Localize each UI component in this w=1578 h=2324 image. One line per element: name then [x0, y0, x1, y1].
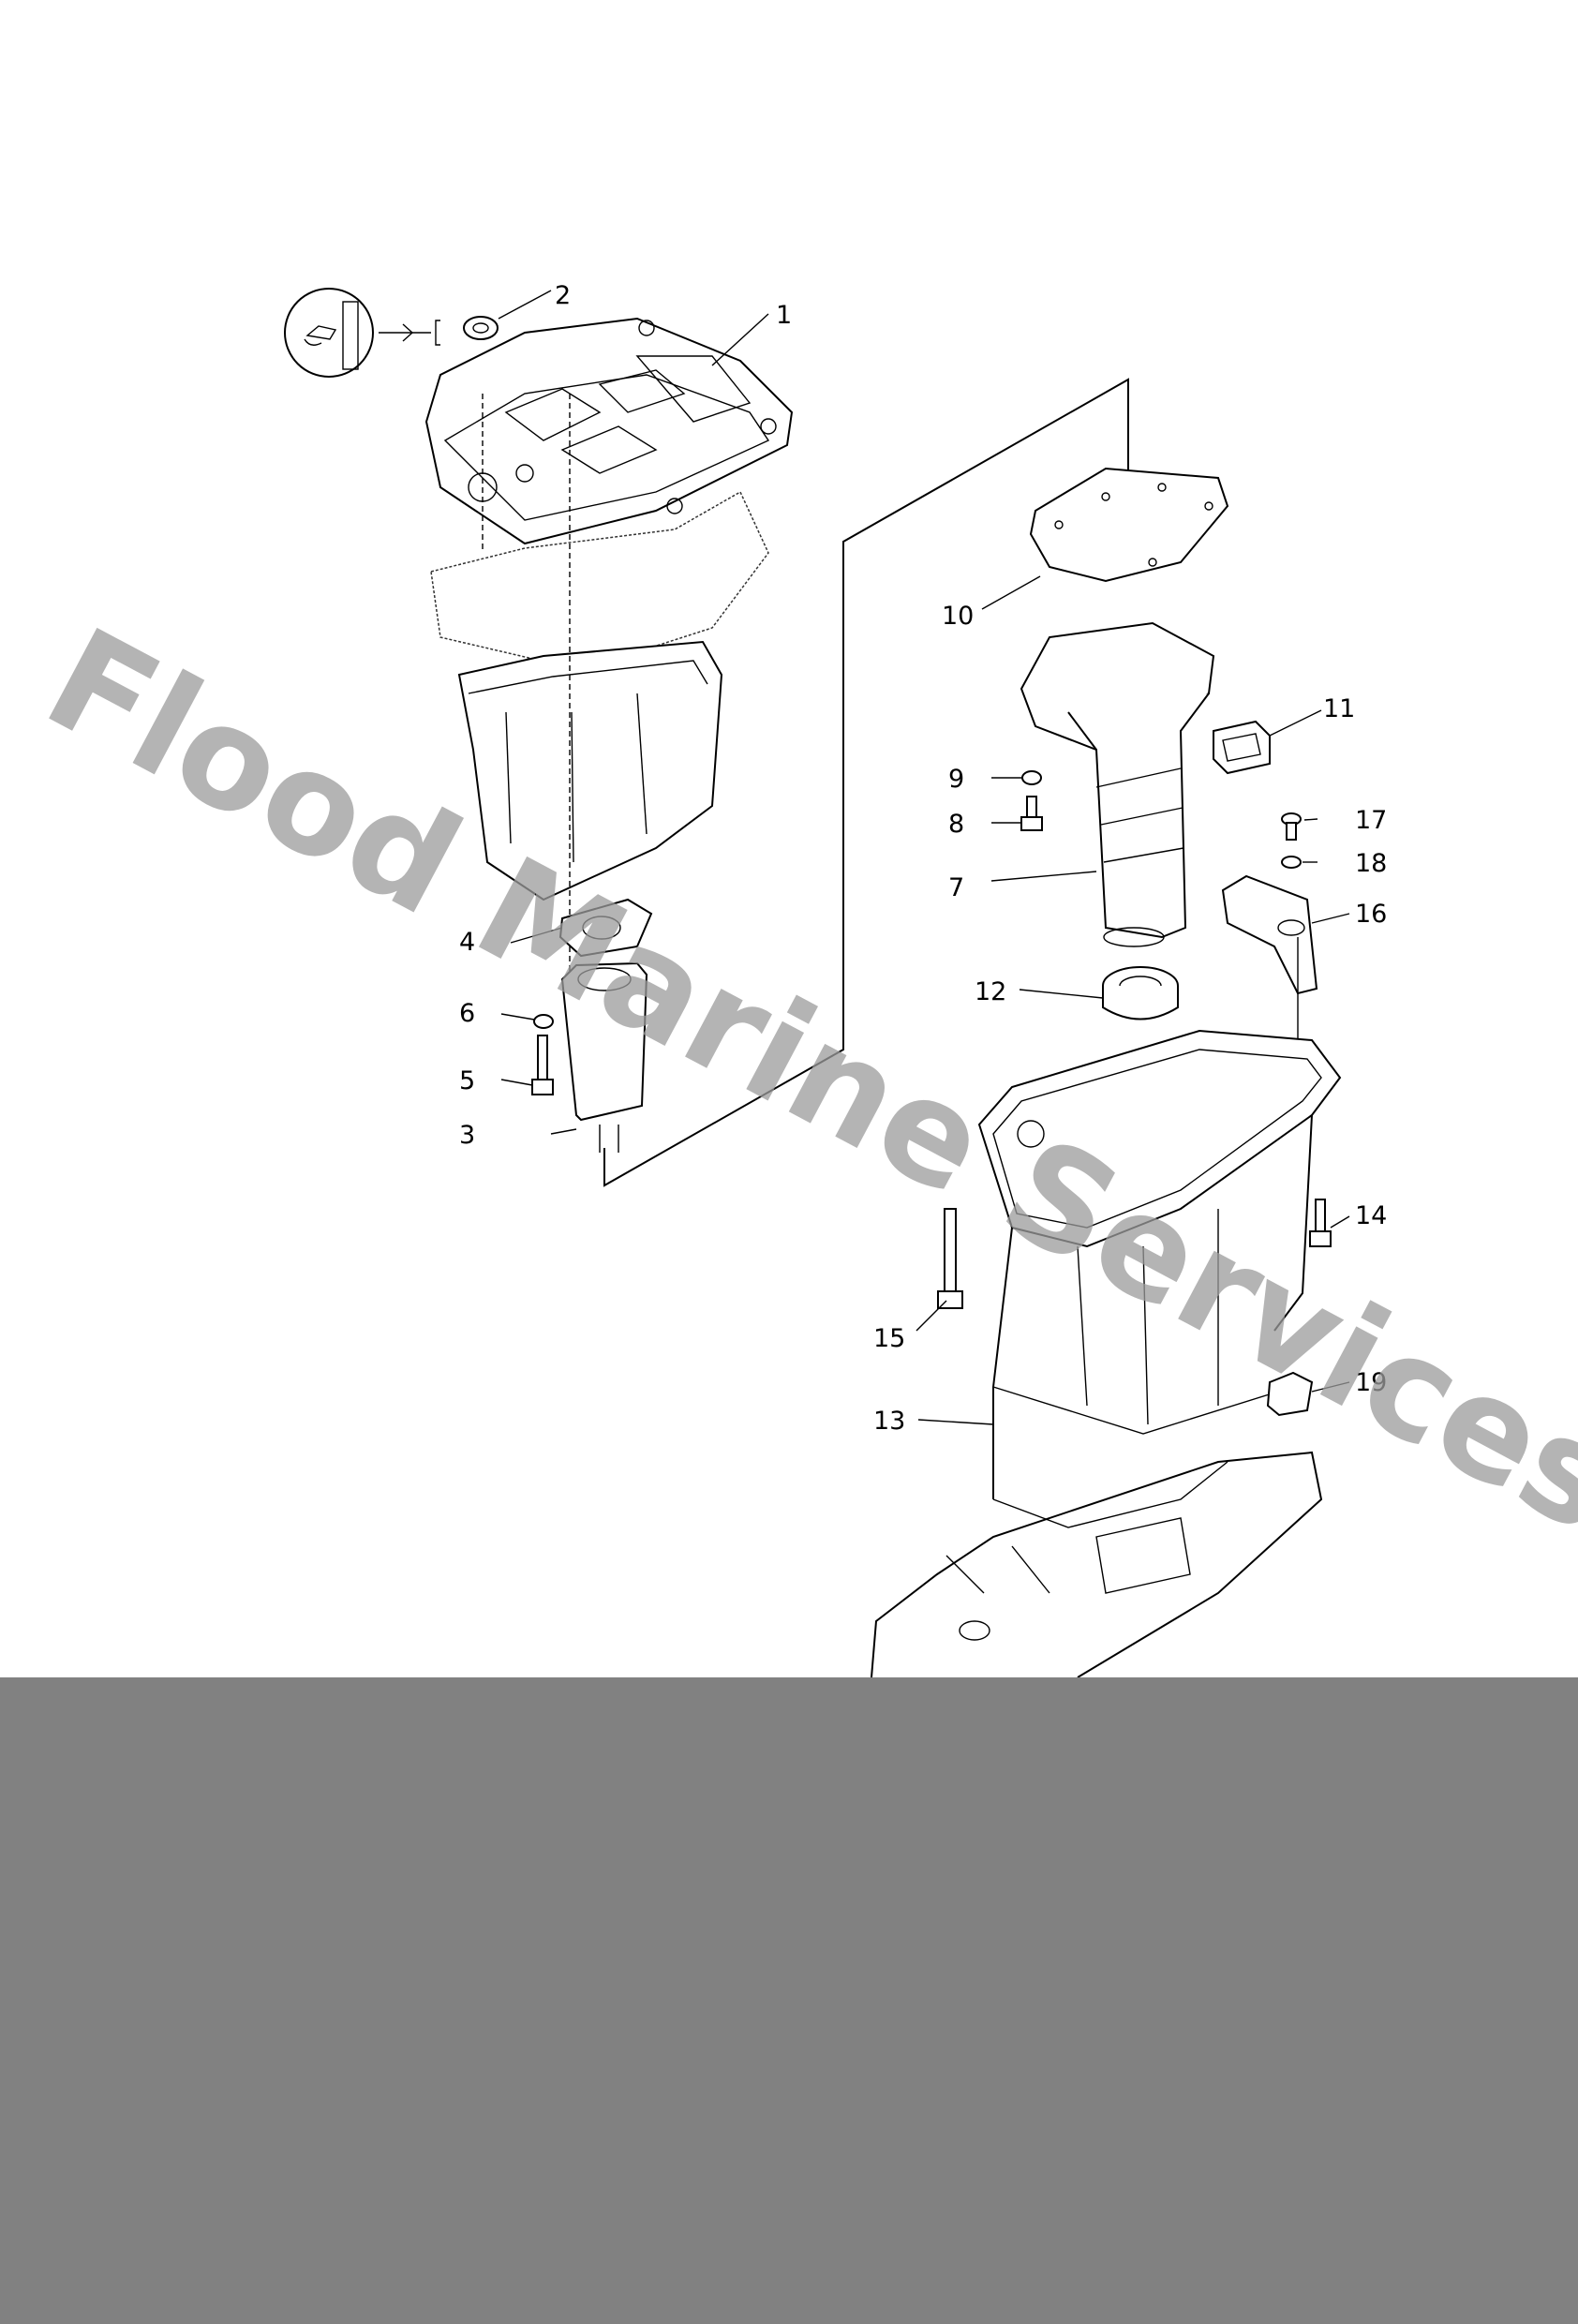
part-washer-18	[1281, 856, 1302, 869]
part-cover-plate	[1221, 874, 1318, 995]
part-bolt-8	[1020, 796, 1043, 831]
part-plug	[1266, 1371, 1314, 1417]
callout-labels: 1 2 3 4 5 6 7 8 9 10 11 12 13 14 15 16 1…	[459, 281, 1387, 1436]
part-washer-9	[1021, 770, 1042, 785]
leader-lines	[498, 290, 1350, 1425]
callout-15: 15	[873, 1324, 905, 1353]
callout-12: 12	[975, 977, 1006, 1006]
part-bushing	[1102, 966, 1179, 1020]
part-bolt-14	[1309, 1199, 1332, 1247]
callout-5: 5	[459, 1066, 475, 1095]
detail-inset	[284, 288, 440, 378]
callout-19: 19	[1355, 1368, 1387, 1397]
callout-6: 6	[459, 999, 475, 1028]
callout-9: 9	[948, 765, 964, 794]
part-exhaust-guide	[424, 317, 794, 545]
footer-band	[0, 1677, 1578, 2324]
part-bolt	[531, 1035, 554, 1095]
callout-10: 10	[942, 602, 974, 631]
part-lower-gasket	[1029, 467, 1229, 583]
callout-18: 18	[1355, 849, 1387, 878]
callout-1: 1	[776, 301, 792, 330]
part-upper-gasket	[430, 490, 769, 671]
part-upper-case	[871, 1029, 1342, 1677]
part-bolt-15	[937, 1208, 963, 1309]
parts-diagram: 1 2 3 4 5 6 7 8 9 10 11 12 13 14 15 16 1…	[22, 281, 1578, 1677]
watermark: Flood Marine Services	[22, 598, 1578, 1564]
callout-2: 2	[555, 281, 571, 310]
callout-13: 13	[873, 1407, 905, 1436]
part-oil-pan	[457, 640, 723, 901]
part-screw-17	[1281, 812, 1302, 841]
part-rubber-mount	[1213, 720, 1271, 775]
callout-7: 7	[948, 873, 964, 902]
callout-16: 16	[1355, 900, 1387, 929]
callout-3: 3	[459, 1121, 475, 1150]
part-washer	[533, 1014, 554, 1029]
exploded-view-drawing: 1 2 3 4 5 6 7 8 9 10 11 12 13 14 15 16 1…	[22, 281, 1578, 1677]
part-exhaust-pipe	[560, 961, 648, 1153]
callout-14: 14	[1355, 1201, 1387, 1230]
callout-4: 4	[459, 928, 475, 957]
callout-17: 17	[1355, 806, 1387, 835]
part-gasket	[558, 898, 653, 958]
part-seal	[463, 316, 499, 340]
callout-8: 8	[948, 810, 964, 839]
callout-11: 11	[1323, 694, 1355, 723]
assembly-bracket-line	[603, 378, 1129, 1187]
part-upper-casing	[1020, 621, 1215, 947]
